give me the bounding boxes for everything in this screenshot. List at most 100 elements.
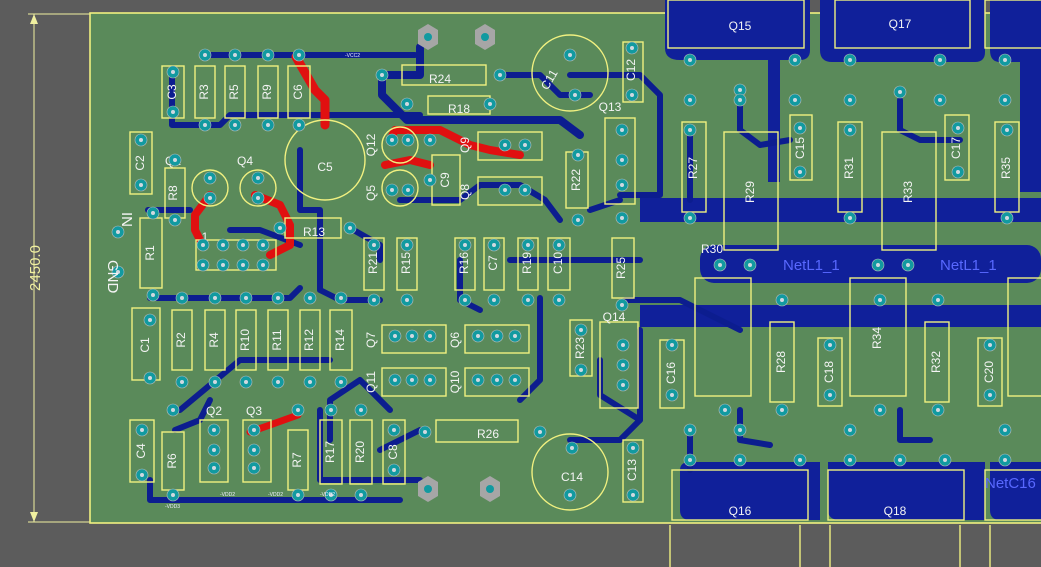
pad-hole xyxy=(670,343,674,347)
pad-hole xyxy=(233,53,237,57)
label-q15: Q15 xyxy=(729,19,752,33)
label-c5: C5 xyxy=(317,160,333,174)
label-q18: Q18 xyxy=(884,504,907,518)
pad-hole xyxy=(329,408,333,412)
pad-hole xyxy=(297,123,301,127)
pad-hole xyxy=(620,183,624,187)
label-r5: R5 xyxy=(227,84,241,100)
pad-hole xyxy=(526,298,530,302)
label-r19: R19 xyxy=(520,252,534,274)
pad-hole xyxy=(372,298,376,302)
pad-hole xyxy=(256,196,260,200)
label-r27: R27 xyxy=(686,157,700,179)
net-label-netl1-a: NetL1_1 xyxy=(783,257,840,274)
pad-hole xyxy=(339,296,343,300)
label-c15: C15 xyxy=(793,137,807,159)
label-u1: 1 xyxy=(202,230,209,244)
pad-hole xyxy=(620,158,624,162)
pad-hole xyxy=(266,53,270,57)
pad-hole xyxy=(688,458,692,462)
pad-hole xyxy=(1003,98,1007,102)
pad-hole xyxy=(495,378,499,382)
label-r13: R13 xyxy=(303,225,325,239)
pad-hole xyxy=(392,428,396,432)
pad-hole xyxy=(476,334,480,338)
label-q8: Q8 xyxy=(458,184,472,200)
pad-hole xyxy=(631,446,635,450)
net-label-vdd2b: -VDD2 xyxy=(268,492,283,498)
pad-hole xyxy=(557,298,561,302)
label-c7: C7 xyxy=(486,255,500,271)
pad-hole xyxy=(688,216,692,220)
pad-hole xyxy=(180,380,184,384)
pad-hole xyxy=(151,211,155,215)
pad-hole xyxy=(171,408,175,412)
pad-hole xyxy=(557,243,561,247)
pad-hole xyxy=(579,368,583,372)
label-r6: R6 xyxy=(165,453,179,469)
label-r12: R12 xyxy=(302,329,316,351)
label-c17: C17 xyxy=(949,137,963,159)
pad-hole xyxy=(898,458,902,462)
label-c3: C3 xyxy=(165,84,179,100)
label-r20: R20 xyxy=(353,441,367,463)
pad-hole xyxy=(392,468,396,472)
label-r31: R31 xyxy=(842,157,856,179)
pad-hole xyxy=(233,123,237,127)
pad-hole xyxy=(348,226,352,230)
label-q4: Q4 xyxy=(237,154,253,168)
label-r3: R3 xyxy=(197,84,211,100)
label-r16: R16 xyxy=(457,252,471,274)
label-r8: R8 xyxy=(166,185,180,201)
gnd-connector-label: GND xyxy=(104,260,121,294)
pad-hole xyxy=(329,493,333,497)
pad-hole xyxy=(630,93,634,97)
label-r24: R24 xyxy=(429,72,451,86)
label-r15: R15 xyxy=(399,252,413,274)
label-r17: R17 xyxy=(323,441,337,463)
label-q7: Q7 xyxy=(364,332,378,348)
pad-hole xyxy=(670,393,674,397)
label-c1: C1 xyxy=(138,337,152,353)
pad-hole xyxy=(828,393,832,397)
pad-hole xyxy=(463,243,467,247)
pad-hole xyxy=(1003,458,1007,462)
pad-hole xyxy=(261,263,265,267)
label-c16: C16 xyxy=(664,362,678,384)
pad-hole xyxy=(936,298,940,302)
pad-hole xyxy=(296,493,300,497)
label-c13: C13 xyxy=(625,459,639,481)
mounting-holes xyxy=(418,24,500,502)
pad-hole xyxy=(308,296,312,300)
label-c20: C20 xyxy=(982,361,996,383)
pad-hole xyxy=(213,380,217,384)
label-r2: R2 xyxy=(174,332,188,348)
label-q10: Q10 xyxy=(448,370,462,393)
pad-hole xyxy=(423,430,427,434)
label-q11: Q11 xyxy=(364,371,378,393)
pad-hole xyxy=(523,143,527,147)
pad-hole xyxy=(213,296,217,300)
pad-hole xyxy=(212,448,216,452)
label-q17: Q17 xyxy=(889,17,912,31)
pad-hole xyxy=(898,90,902,94)
pad-hole xyxy=(943,458,947,462)
pad-hole xyxy=(723,408,727,412)
pad-hole xyxy=(798,458,802,462)
pad-hole xyxy=(339,380,343,384)
pad-hole xyxy=(503,143,507,147)
label-r35: R35 xyxy=(999,157,1013,179)
pad-hole xyxy=(956,126,960,130)
pad-hole xyxy=(538,430,542,434)
board-dimension: 2450.0 xyxy=(27,13,92,523)
pad-hole xyxy=(936,408,940,412)
pad-hole xyxy=(180,296,184,300)
label-c18: C18 xyxy=(822,361,836,383)
pad-hole xyxy=(848,58,852,62)
pad-hole xyxy=(688,428,692,432)
pad-hole xyxy=(498,73,502,77)
pad-hole xyxy=(513,334,517,338)
pad-hole xyxy=(848,458,852,462)
pad-hole xyxy=(241,263,245,267)
